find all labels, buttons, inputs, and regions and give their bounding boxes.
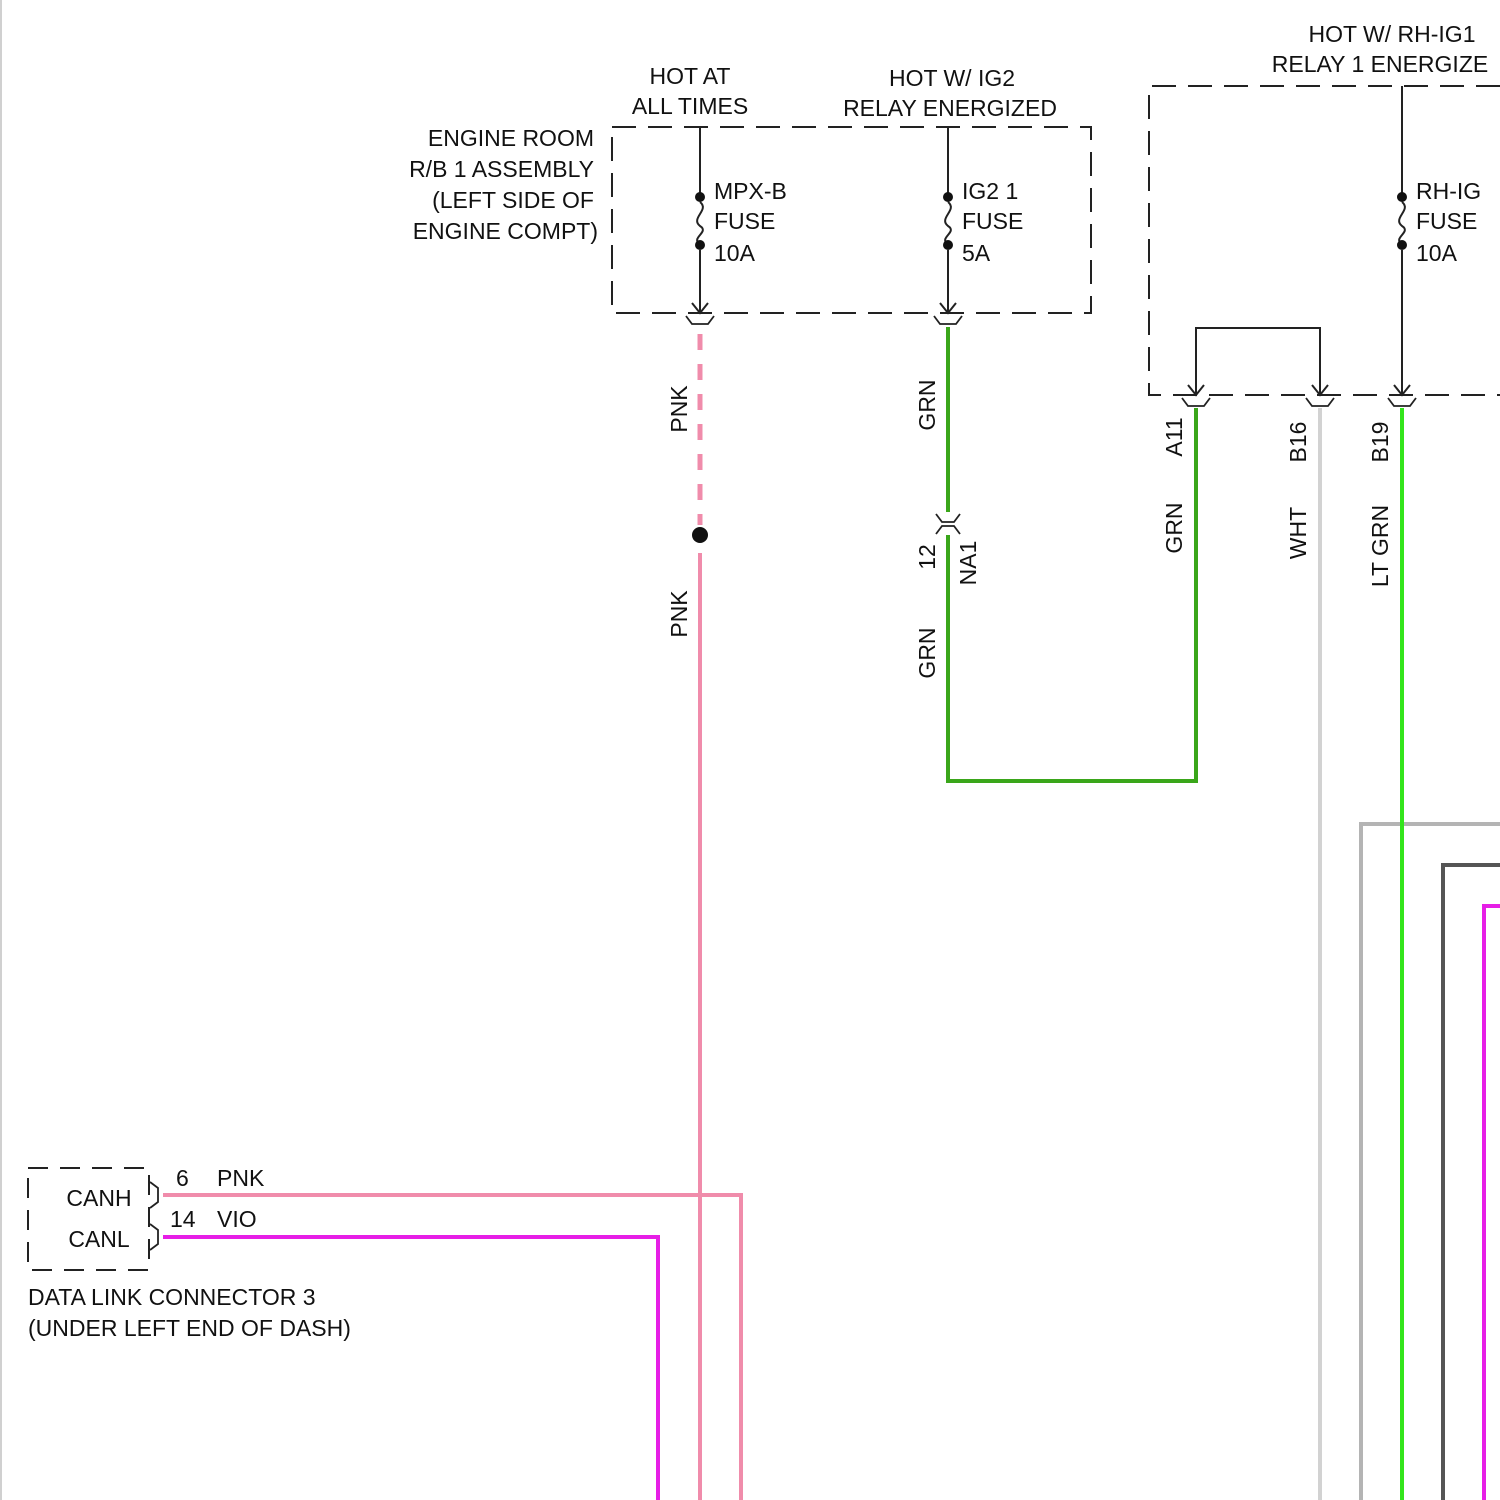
hot-at-all-times-label: HOT AT ALL TIMES	[632, 63, 748, 119]
pin-label-b19: B19	[1367, 422, 1393, 463]
ig2-1-fuse: IG2 1 FUSE 5A	[940, 127, 1023, 313]
hot-ig2-label: HOT W/ IG2 RELAY ENERGIZED	[843, 65, 1057, 121]
svg-text:10A: 10A	[1416, 240, 1458, 266]
canh-pin: 6	[176, 1165, 189, 1191]
na1-connector-icon	[936, 514, 960, 534]
splice-dot-icon	[692, 527, 708, 543]
wire-label-lt-grn: LT GRN	[1367, 505, 1393, 587]
connector-icon	[934, 316, 962, 324]
wire-label-pnk-lower: PNK	[666, 590, 692, 638]
dlc3-title: DATA LINK CONNECTOR 3 (UNDER LEFT END OF…	[28, 1284, 351, 1341]
canh-pnk-wire	[163, 1195, 741, 1500]
canh-label: CANH	[66, 1185, 131, 1211]
vio-wire-right	[1484, 906, 1500, 1500]
svg-text:10A: 10A	[714, 240, 756, 266]
svg-text:HOT W/ IG2: HOT W/ IG2	[889, 65, 1015, 91]
connector-icon	[1388, 398, 1416, 406]
rh-ig-fuse: RH-IG FUSE 10A	[1394, 86, 1481, 395]
hot-rh-ig1-label: HOT W/ RH-IG1 RELAY 1 ENERGIZE	[1272, 21, 1488, 77]
canl-color: VIO	[217, 1206, 257, 1232]
svg-text:R/B 1 ASSEMBLY: R/B 1 ASSEMBLY	[409, 156, 594, 182]
svg-text:FUSE: FUSE	[1416, 208, 1477, 234]
svg-text:MPX-B: MPX-B	[714, 178, 787, 204]
canl-vio-wire	[163, 1237, 658, 1500]
na1-name-label: NA1	[955, 541, 981, 586]
dlc3-box	[28, 1168, 149, 1270]
svg-text:ALL TIMES: ALL TIMES	[632, 93, 748, 119]
svg-text:HOT W/ RH-IG1: HOT W/ RH-IG1	[1309, 21, 1476, 47]
grn-wire-lower	[948, 408, 1196, 781]
connector-icon	[1182, 398, 1210, 406]
na1-pin-label: 12	[914, 544, 940, 570]
svg-text:RH-IG: RH-IG	[1416, 178, 1481, 204]
connector-icon	[150, 1182, 158, 1208]
svg-text:IG2 1: IG2 1	[962, 178, 1018, 204]
connector-icon	[1306, 398, 1334, 406]
wire-label-grn-lower: GRN	[914, 627, 940, 678]
connector-icon	[150, 1224, 158, 1250]
mpx-b-fuse: MPX-B FUSE 10A	[692, 127, 787, 313]
svg-text:RELAY ENERGIZED: RELAY ENERGIZED	[843, 95, 1057, 121]
svg-text:FUSE: FUSE	[962, 208, 1023, 234]
wire-label-pnk-upper: PNK	[666, 385, 692, 433]
svg-text:HOT AT: HOT AT	[650, 63, 731, 89]
fuse-icon	[945, 202, 951, 244]
dark-gray-wire	[1443, 865, 1500, 1500]
svg-text:(UNDER LEFT END OF DASH): (UNDER LEFT END OF DASH)	[28, 1315, 351, 1341]
fuse-icon	[697, 202, 703, 244]
wire-label-grn-right: GRN	[1161, 502, 1187, 553]
pin-label-a11: A11	[1161, 417, 1187, 456]
connector-icon	[686, 316, 714, 324]
engine-room-rb-label: ENGINE ROOM R/B 1 ASSEMBLY (LEFT SIDE OF…	[409, 125, 598, 244]
internal-jumper	[1188, 328, 1328, 395]
wire-label-grn-upper: GRN	[914, 379, 940, 430]
gray-wire	[1361, 824, 1500, 1500]
canl-pin: 14	[170, 1206, 196, 1232]
svg-text:(LEFT SIDE OF: (LEFT SIDE OF	[432, 187, 594, 213]
svg-text:ENGINE COMPT): ENGINE COMPT)	[413, 218, 598, 244]
svg-text:FUSE: FUSE	[714, 208, 775, 234]
svg-text:ENGINE ROOM: ENGINE ROOM	[428, 125, 594, 151]
svg-text:DATA LINK CONNECTOR 3: DATA LINK CONNECTOR 3	[28, 1284, 316, 1310]
svg-text:RELAY 1 ENERGIZE: RELAY 1 ENERGIZE	[1272, 51, 1488, 77]
fuse-icon	[1399, 202, 1405, 244]
pin-label-b16: B16	[1285, 422, 1311, 463]
canh-color: PNK	[217, 1165, 265, 1191]
wire-label-wht: WHT	[1285, 507, 1311, 559]
svg-text:5A: 5A	[962, 240, 991, 266]
canl-label: CANL	[68, 1226, 130, 1252]
